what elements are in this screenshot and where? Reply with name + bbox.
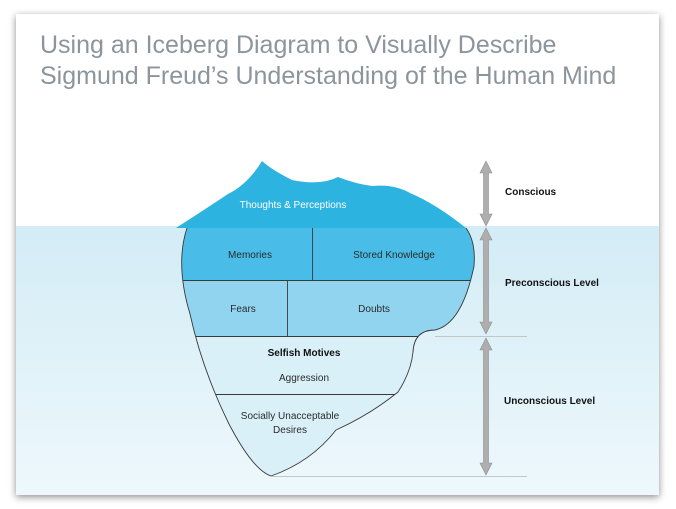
conscious-arrow xyxy=(479,160,493,227)
slide-title: Using an Iceberg Diagram to Visually Des… xyxy=(40,30,616,92)
label-stored-knowledge: Stored Knowledge xyxy=(353,250,435,261)
iceberg-tip xyxy=(176,161,466,228)
label-conscious: Conscious xyxy=(505,187,557,198)
label-aggression: Aggression xyxy=(279,373,329,384)
label-preconscious-level: Preconscious Level xyxy=(505,278,599,289)
label-fears: Fears xyxy=(230,304,256,315)
iceberg-outline xyxy=(181,227,475,477)
label-selfish-motives: Selfish Motives xyxy=(268,348,341,359)
slide: Using an Iceberg Diagram to Visually Des… xyxy=(16,14,659,495)
label-memories: Memories xyxy=(228,250,272,261)
iceberg-diagram: Thoughts & Perceptions Memories Stored K… xyxy=(16,160,659,495)
unconscious-arrow xyxy=(479,337,493,476)
title-line-1: Using an Iceberg Diagram to Visually Des… xyxy=(40,31,557,59)
preconscious-arrow xyxy=(479,227,493,335)
label-thoughts-perceptions: Thoughts & Perceptions xyxy=(240,200,347,211)
label-unconscious-level: Unconscious Level xyxy=(504,396,595,407)
label-socially-unacceptable: Socially Unacceptable xyxy=(241,411,340,422)
title-line-2: Sigmund Freud’s Understanding of the Hum… xyxy=(40,62,617,90)
label-desires: Desires xyxy=(273,425,307,436)
preconscious-band-top xyxy=(181,228,475,281)
preconscious-band-bottom xyxy=(181,281,475,336)
label-doubts: Doubts xyxy=(358,304,390,315)
